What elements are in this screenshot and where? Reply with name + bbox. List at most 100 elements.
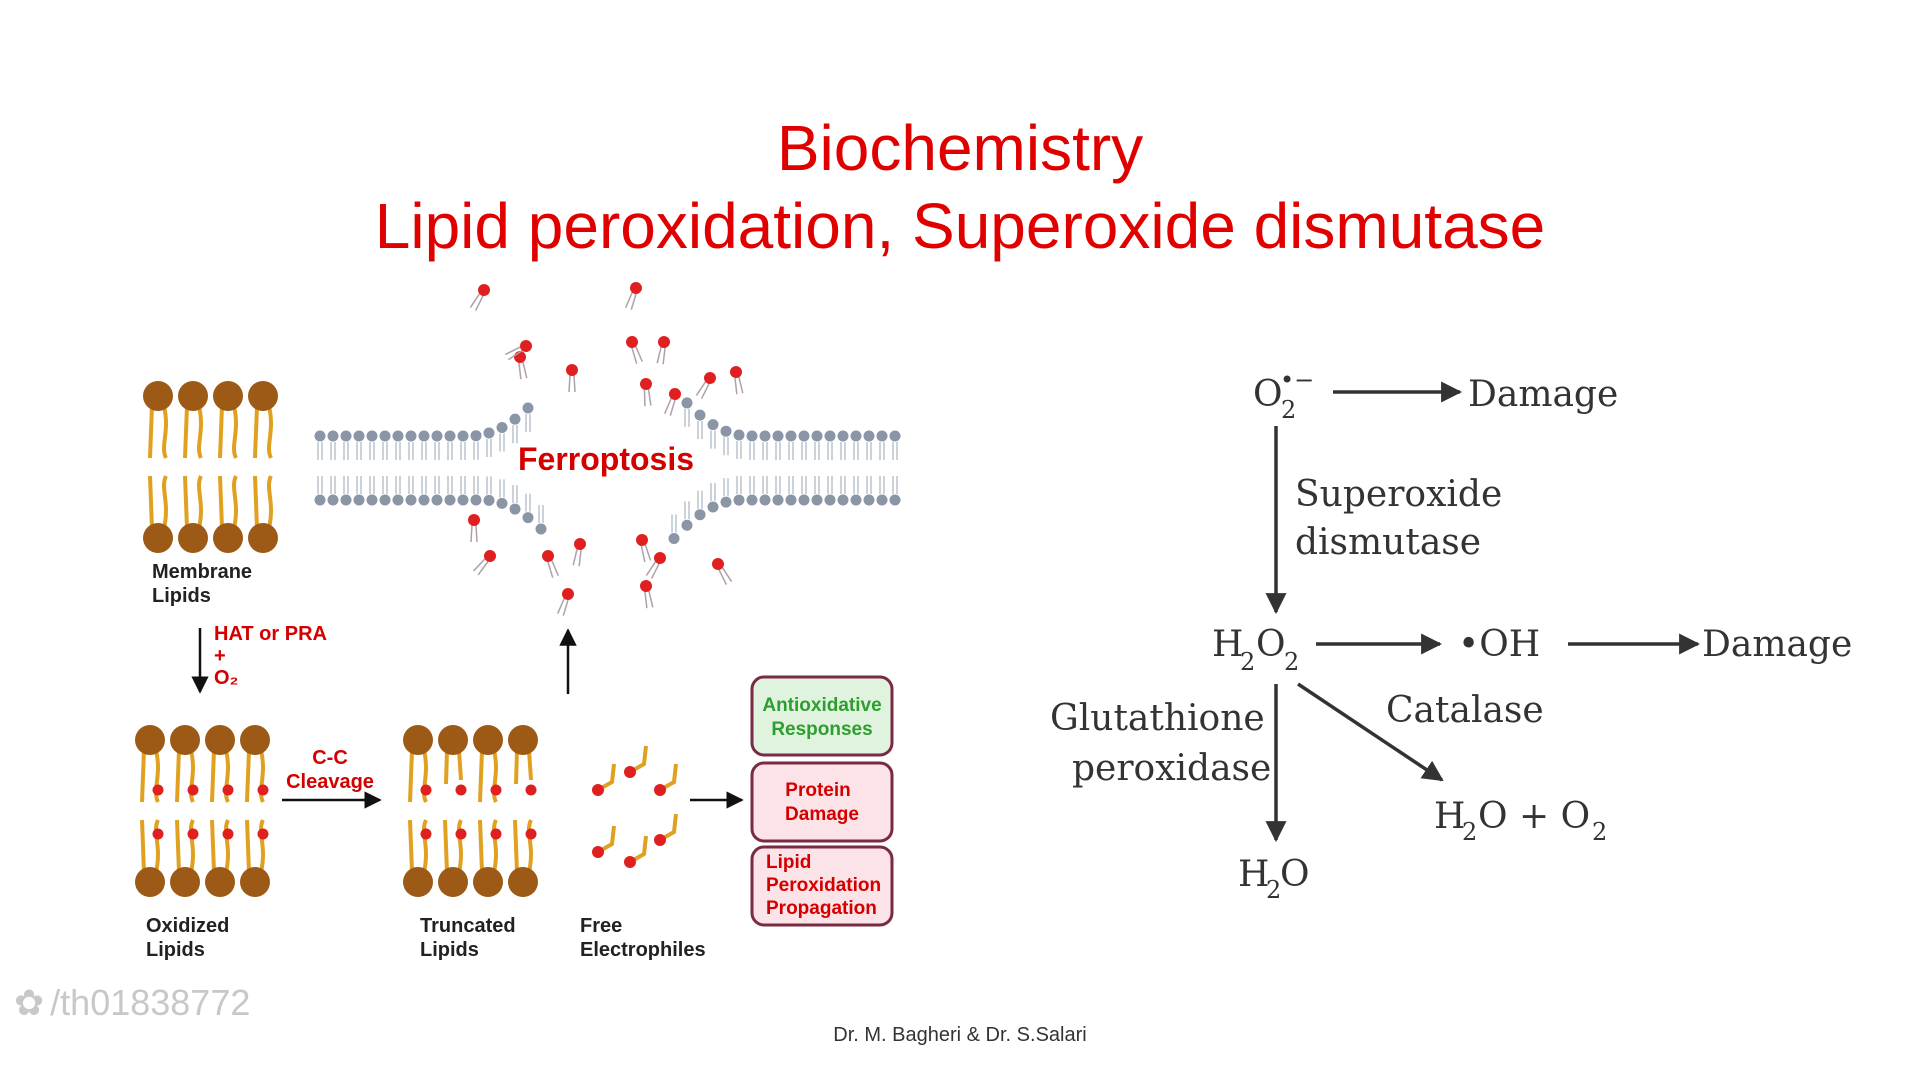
membrane-head bbox=[470, 494, 482, 506]
catalase-product-o: O + O bbox=[1478, 796, 1590, 837]
membrane-tail bbox=[421, 476, 427, 494]
membrane-tail bbox=[814, 442, 820, 460]
membrane-tail bbox=[330, 476, 336, 494]
membrane-head bbox=[457, 430, 469, 442]
membrane-tail bbox=[827, 476, 833, 494]
fragment-head bbox=[712, 558, 724, 570]
membrane-tail bbox=[892, 476, 898, 494]
membrane-head bbox=[379, 430, 391, 442]
membrane-tail bbox=[356, 476, 362, 494]
fragment-tail bbox=[547, 561, 554, 578]
fragment-tail bbox=[624, 291, 634, 308]
lipid-fragment bbox=[645, 552, 666, 579]
fragment-head bbox=[468, 514, 480, 526]
truncated-lipids-label-2: Lipids bbox=[420, 939, 479, 961]
membrane-head bbox=[509, 413, 521, 425]
fragment-tail bbox=[663, 397, 673, 414]
oxidation-dot bbox=[420, 784, 432, 796]
membrane-head bbox=[850, 494, 862, 506]
membrane-lipids-illustration bbox=[143, 381, 278, 553]
membrane-head bbox=[457, 494, 469, 506]
fragment-head bbox=[478, 284, 490, 296]
catalase-label: Catalase bbox=[1386, 690, 1544, 731]
fragment-head bbox=[520, 340, 532, 352]
membrane-head bbox=[798, 494, 810, 506]
lipid-head bbox=[143, 523, 173, 553]
free-electrophiles-label-2: Electrophiles bbox=[580, 939, 706, 961]
outcome-text: Peroxidation bbox=[766, 875, 881, 896]
membrane-tail bbox=[356, 442, 362, 460]
oxidation-dot bbox=[222, 828, 234, 840]
cleavage-step-label-2: Cleavage bbox=[286, 771, 374, 793]
fragment-tail bbox=[644, 591, 648, 609]
fragment-tail bbox=[630, 293, 637, 310]
fragment-tail bbox=[738, 376, 744, 394]
fragment-tail bbox=[634, 345, 644, 362]
lipid-tail bbox=[443, 819, 463, 873]
membrane-head bbox=[798, 430, 810, 442]
membrane-head bbox=[694, 509, 706, 521]
membrane-head bbox=[340, 494, 352, 506]
membrane-head bbox=[733, 429, 745, 441]
membrane-tail bbox=[382, 476, 388, 494]
h2o2-h: H bbox=[1212, 624, 1243, 665]
h2o2-o: O bbox=[1256, 624, 1286, 665]
water-o: O bbox=[1280, 854, 1310, 895]
lipid-tail bbox=[175, 749, 195, 803]
membrane-head bbox=[850, 430, 862, 442]
catalase-product-h: H bbox=[1434, 796, 1465, 837]
membrane-head bbox=[785, 430, 797, 442]
fragment-head bbox=[574, 538, 586, 550]
fragment-head bbox=[630, 282, 642, 294]
fragment-tail bbox=[643, 389, 646, 407]
lipid-fragment bbox=[624, 282, 642, 310]
membrane-tail bbox=[447, 476, 453, 494]
outcome-text: Damage bbox=[785, 804, 859, 825]
membrane-head bbox=[340, 430, 352, 442]
membrane-head bbox=[314, 494, 326, 506]
outcome-text: Protein bbox=[785, 780, 850, 801]
membrane-head bbox=[811, 494, 823, 506]
membrane-tail bbox=[369, 442, 375, 460]
lipid-tail bbox=[478, 819, 498, 873]
lipid-head bbox=[248, 523, 278, 553]
oxidation-dot bbox=[420, 828, 432, 840]
free-electrophiles-illustration bbox=[592, 745, 678, 868]
fragment-tail bbox=[700, 382, 710, 399]
lipid-head bbox=[473, 725, 503, 755]
lipid-head bbox=[170, 725, 200, 755]
membrane-head bbox=[772, 430, 784, 442]
membrane-head bbox=[720, 425, 732, 437]
fragment-head bbox=[484, 550, 496, 562]
lipid-head bbox=[205, 725, 235, 755]
lipid-fragment bbox=[566, 364, 578, 393]
membrane-head bbox=[418, 494, 430, 506]
membrane-head bbox=[759, 494, 771, 506]
fragment-tail bbox=[550, 559, 560, 576]
oxidation-dot bbox=[525, 784, 537, 796]
lipid-fragment bbox=[505, 340, 532, 361]
lipid-fragment bbox=[468, 514, 480, 543]
membrane-tail bbox=[866, 442, 872, 460]
water-sub: 2 bbox=[1266, 876, 1281, 904]
outcome-box bbox=[750, 845, 894, 927]
cleavage-step-label: C-C bbox=[312, 747, 348, 769]
membrane-head bbox=[444, 430, 456, 442]
oxidation-dot bbox=[455, 784, 467, 796]
membrane-head bbox=[733, 494, 745, 506]
membrane-tail bbox=[369, 476, 375, 494]
membrane-head bbox=[824, 430, 836, 442]
oxidation-dot bbox=[187, 784, 199, 796]
membrane-head bbox=[837, 494, 849, 506]
fragment-tail bbox=[477, 560, 489, 576]
lipid-tail bbox=[218, 475, 238, 529]
membrane-tail bbox=[697, 490, 703, 509]
membrane-tail bbox=[788, 476, 794, 494]
membrane-tail bbox=[749, 442, 755, 460]
outcome-text: Lipid bbox=[766, 852, 811, 873]
catalase-arrow bbox=[1297, 682, 1444, 782]
membrane-head bbox=[535, 523, 547, 535]
ferroptosis-label: Ferroptosis bbox=[518, 441, 694, 477]
membrane-head bbox=[496, 421, 508, 433]
lipid-fragment bbox=[572, 538, 586, 567]
